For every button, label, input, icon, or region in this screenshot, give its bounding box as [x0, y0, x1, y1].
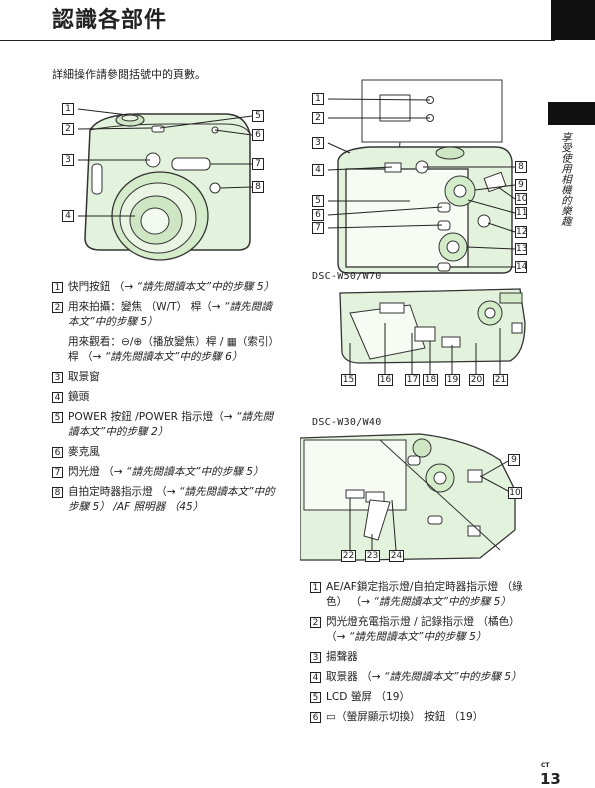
w50-callout-20: 20: [469, 374, 484, 386]
title-divider: [0, 40, 555, 41]
front-callout-2: 2: [62, 123, 74, 135]
back-callout-10: 10: [515, 193, 528, 205]
back-callout-3: 3: [312, 137, 324, 149]
back-callout-1: 1: [312, 93, 324, 105]
back-callout-5: 5: [312, 195, 324, 207]
back-callout-6: 6: [312, 209, 324, 221]
back-callout-2: 2: [312, 112, 324, 124]
w30-callout-23: 23: [365, 550, 380, 562]
camera-bottom-w50-illustration: [339, 288, 526, 375]
back-callout-12: 12: [515, 226, 528, 238]
back-callout-13: 13: [515, 243, 528, 255]
front-callout-7: 7: [252, 158, 264, 170]
back-callout-8: 8: [515, 161, 527, 173]
intro-text: 詳細操作請參閱括號中的頁數。: [52, 68, 206, 81]
camera-w30-illustration: [300, 433, 516, 561]
front-callout-4: 4: [62, 210, 74, 222]
camera-front-illustration: [77, 108, 253, 261]
page-number: 13: [540, 770, 561, 788]
w30-callout-9: 9: [508, 454, 520, 466]
w50-callout-21: 21: [493, 374, 508, 386]
chapter-side-label: 享受使用相機的樂趣: [560, 132, 572, 227]
back-callout-9: 9: [515, 179, 527, 191]
legend-item: 6▭（螢屏顯示切換） 按鈕 （19）: [310, 710, 538, 725]
model-label-w50: DSC-W50/W70: [312, 271, 382, 282]
page-code: CT: [541, 762, 550, 769]
back-callout-4: 4: [312, 164, 324, 176]
w50-callout-18: 18: [423, 374, 438, 386]
front-callout-8: 8: [252, 181, 264, 193]
w30-callout-22: 22: [341, 550, 356, 562]
chapter-tab: [548, 102, 595, 125]
front-callout-5: 5: [252, 110, 264, 122]
chapter-tab-top: [551, 0, 595, 40]
w30-callout-10: 10: [508, 487, 522, 499]
w50-callout-17: 17: [405, 374, 420, 386]
w30-callout-24: 24: [389, 550, 404, 562]
w50-callout-19: 19: [445, 374, 460, 386]
legend-subitem: 用來觀看：⊖/⊕（播放變焦）桿 / ▦（索引）桿 （→ “請先閱讀本文”中的步驟…: [68, 336, 280, 363]
w50-callout-16: 16: [378, 374, 393, 386]
back-callout-7: 7: [312, 222, 324, 234]
camera-back-illustration: [327, 79, 516, 274]
front-callout-3: 3: [62, 154, 74, 166]
front-callout-6: 6: [252, 129, 264, 141]
model-label-w30: DSC-W30/W40: [312, 417, 382, 428]
w50-callout-15: 15: [341, 374, 356, 386]
back-callout-11: 11: [515, 207, 528, 219]
page-title: 認識各部件: [52, 8, 168, 33]
front-callout-1: 1: [62, 103, 74, 115]
back-callout-14: 14: [515, 261, 528, 273]
